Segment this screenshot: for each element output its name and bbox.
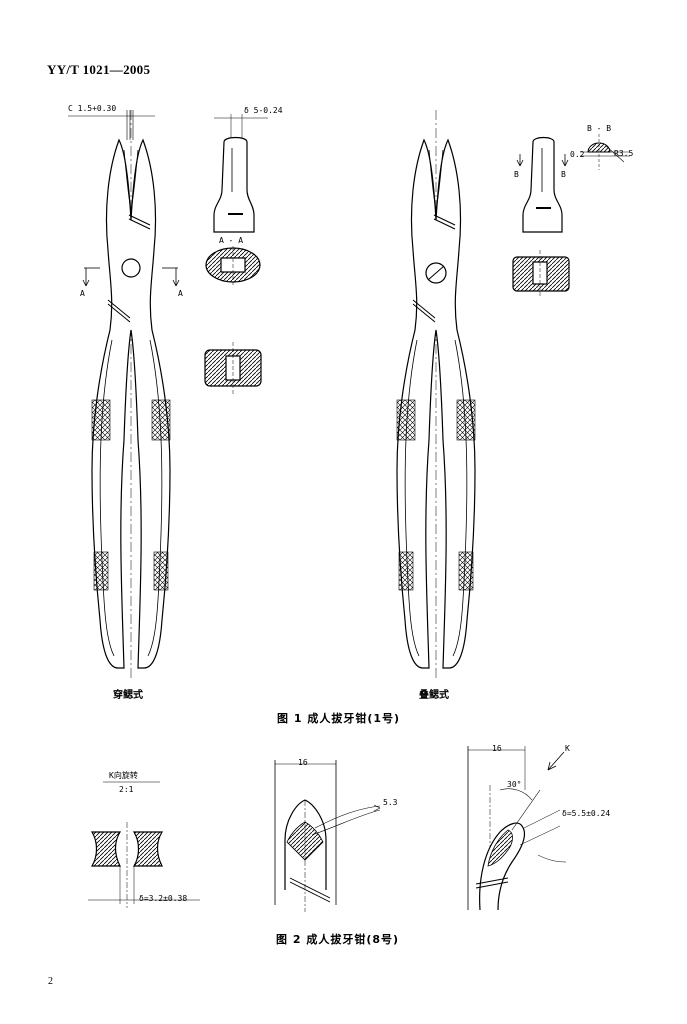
k-view-title: K向旋转 [109, 771, 138, 780]
figure1-caption: 图 1 成人拔牙钳(1号) [277, 712, 401, 725]
k-view-scale: 2:1 [119, 785, 134, 794]
left-forceps-label: 穿鳃式 [113, 690, 143, 701]
arrow-a-left-label: A [80, 289, 85, 298]
forceps-right-drawing [396, 110, 476, 680]
dim-5-3-label: 5.3 [383, 798, 398, 807]
angle-30-label: 30° [507, 780, 522, 789]
arrow-b-right-label: B [561, 170, 566, 179]
dim-k-delta-label: δ=3.2±0.38 [139, 894, 188, 903]
dim-16-front-label: 16 [298, 758, 308, 767]
dim-0-2-label: 0.2 [570, 150, 585, 159]
page-number: 2 [48, 976, 53, 987]
dim-delta-5-5-label: δ=5.5±0.24 [562, 809, 611, 818]
k-arrow-label: K [565, 744, 570, 753]
fig2-side-view [467, 746, 567, 911]
dim-r3-5-label: R3.5 [614, 149, 634, 158]
section-b-b-label: B - B [587, 124, 612, 133]
dim-16-side-label: 16 [492, 744, 502, 753]
section-lower-left [204, 342, 262, 394]
dim-gap-label: C 1.5+0.30 [68, 104, 117, 113]
standard-code: YY/T 1021—2005 [47, 62, 151, 77]
fig2-front-view [274, 760, 381, 912]
section-b-b-detail [580, 134, 630, 170]
figure2-caption: 图 2 成人拔牙钳(8号) [276, 933, 400, 946]
arrow-a-right-label: A [178, 289, 183, 298]
forceps-left-drawing [68, 110, 180, 680]
section-right [512, 250, 570, 298]
k-view-drawing [88, 781, 200, 908]
arrow-b-left-label: B [514, 170, 519, 179]
blade-profile-right [516, 136, 569, 233]
section-a-a-label: A - A [219, 236, 244, 245]
dim-thickness-label: δ 5-0.24 [244, 106, 283, 115]
section-a-a [205, 246, 261, 285]
right-forceps-label: 叠鳃式 [419, 690, 449, 701]
blade-profile-left [213, 114, 268, 233]
